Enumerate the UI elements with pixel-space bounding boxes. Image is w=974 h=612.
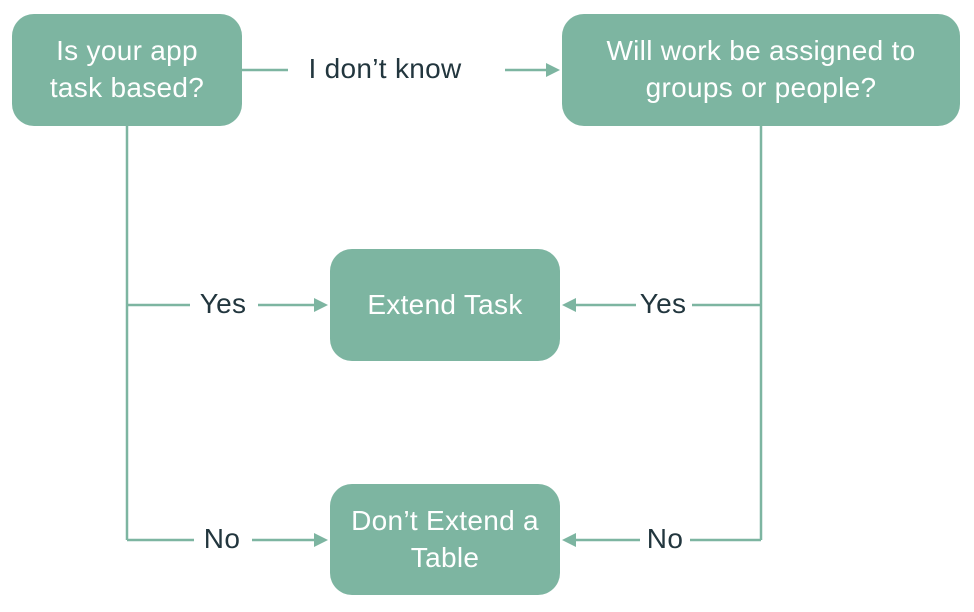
edge-label-yes-right: Yes bbox=[639, 288, 687, 319]
node-is-your-app-task-based: Is your app task based? bbox=[12, 14, 242, 126]
edge-label-no-right: No bbox=[646, 523, 684, 554]
arrow-right-icon bbox=[314, 298, 328, 312]
node-label: Will work be assigned to groups or peopl… bbox=[606, 35, 916, 103]
node-dont-extend-a-table: Don’t Extend a Table bbox=[330, 484, 560, 595]
node-label: Extend Task bbox=[367, 288, 523, 320]
node-label: Don’t Extend a Table bbox=[351, 504, 539, 573]
arrowheads bbox=[314, 63, 576, 547]
edge-label-no-left: No bbox=[203, 523, 241, 554]
connector-lines bbox=[125, 68, 763, 542]
arrow-left-icon bbox=[562, 298, 576, 312]
edge-label-i-dont-know: I don’t know bbox=[308, 53, 462, 84]
edge-label-yes-left: Yes bbox=[199, 288, 247, 319]
arrow-left-icon bbox=[562, 533, 576, 547]
node-label: Is your app task based? bbox=[49, 35, 205, 103]
node-extend-task: Extend Task bbox=[330, 249, 560, 361]
node-will-work-be-assigned: Will work be assigned to groups or peopl… bbox=[562, 14, 960, 126]
arrow-right-icon bbox=[546, 63, 560, 77]
arrow-right-icon bbox=[314, 533, 328, 547]
